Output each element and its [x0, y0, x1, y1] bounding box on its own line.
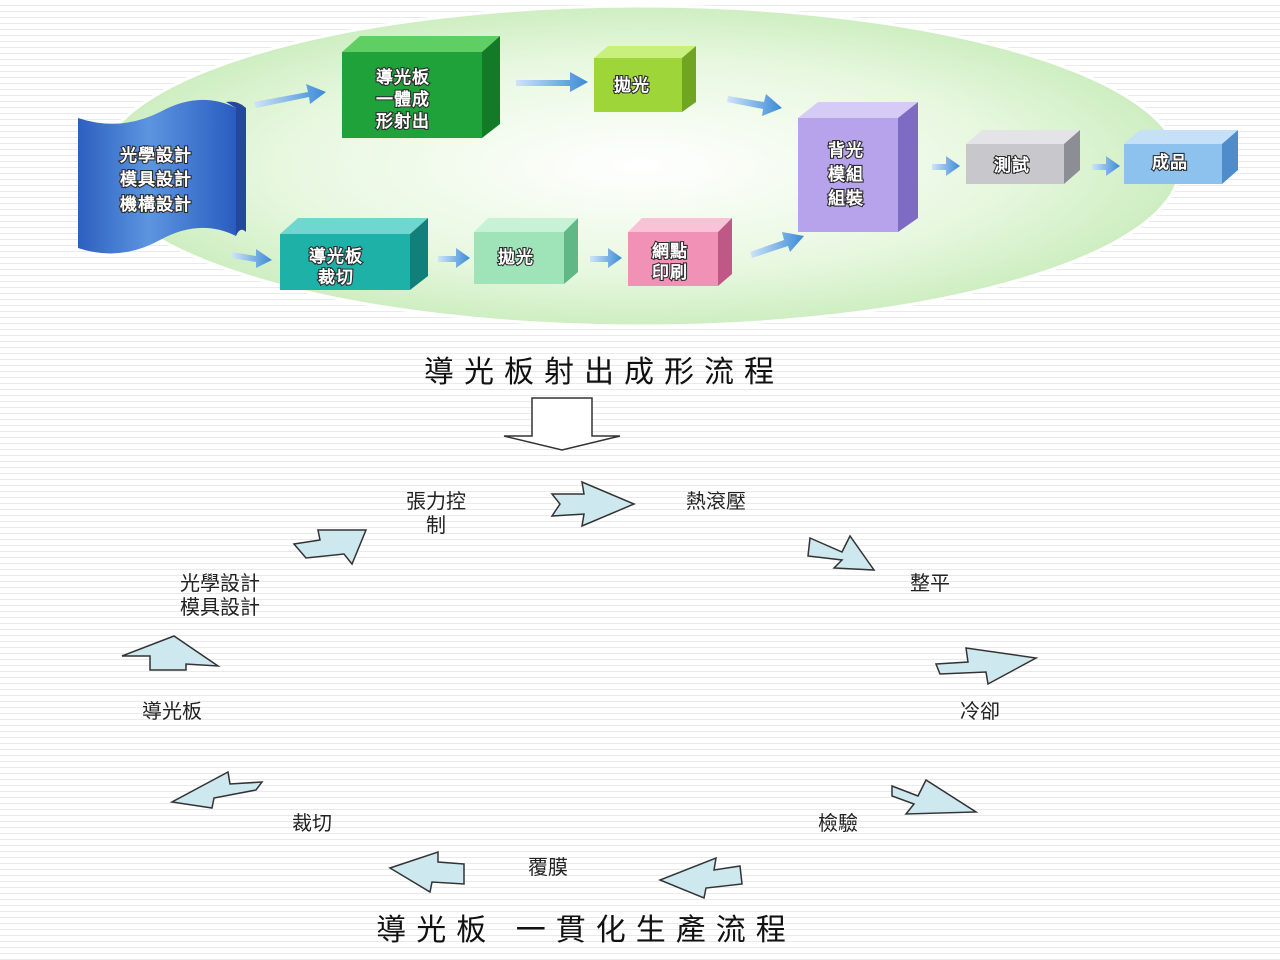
injection-label-1: 導光板: [376, 67, 430, 88]
arrow-polish-to-assembly: [727, 94, 782, 116]
assembly-label-2: 模組: [828, 164, 864, 185]
start-label-1: 光學設計: [119, 145, 192, 166]
step-film: 覆膜: [528, 855, 568, 879]
arrow-cut-to-polish: [438, 248, 470, 268]
cycle-arrow-design-to-tension: [292, 529, 368, 566]
step-design-2: 模具設計: [180, 595, 260, 619]
step-inspect: 檢驗: [818, 811, 858, 835]
step-design-1: 光學設計: [180, 571, 260, 595]
injection-label-3: 形射出: [376, 111, 430, 132]
cycle-arrow-tension-to-hotroll: [550, 480, 636, 528]
step-tension-2: 制: [426, 513, 446, 537]
print-label-1: 網點: [652, 241, 688, 262]
arrow-scroll-to-injection: [254, 84, 326, 108]
polish-lower-label: 拋光: [498, 247, 534, 268]
product-label: 成品: [1152, 152, 1188, 173]
arrow-polish-to-print: [590, 248, 622, 268]
assembly-label-1: 背光: [828, 140, 864, 161]
box-polish-upper: 拋光: [594, 46, 696, 112]
box-test: 測試: [966, 130, 1080, 184]
cycle-diagram: 張力控 制 熱滾壓 整平 冷卻 檢驗 覆膜 裁切 導光板 光學設計 模具設計: [121, 480, 1039, 900]
cut-label-2: 裁切: [318, 267, 354, 288]
step-cut: 裁切: [292, 811, 332, 835]
top-flow-diagram: 光學設計 模具設計 機構設計 導光板 一體成 形射出 拋光 導光板 裁切: [78, 4, 1238, 328]
cycle-arrow-film-to-cut: [388, 850, 465, 894]
arrow-test-to-product: [1092, 156, 1120, 176]
step-light-guide-plate: 導光板: [142, 699, 202, 723]
flow-arrows: [232, 72, 1120, 268]
box-backlight-assembly: 背光 模組 組裝: [798, 102, 918, 232]
cut-label-1: 導光板: [309, 246, 363, 267]
cycle-arrow-lgp-to-design: [121, 635, 221, 671]
cycle-arrow-flatten-to-cool: [934, 647, 1039, 686]
start-label-3: 機構設計: [120, 194, 192, 215]
assembly-label-3: 組裝: [828, 188, 864, 209]
test-label: 測試: [994, 155, 1030, 176]
injection-label-2: 一體成: [376, 89, 430, 110]
cycle-arrow-cool-to-inspect: [891, 778, 979, 815]
arrow-scroll-to-cut: [232, 249, 272, 268]
arrow-print-to-assembly: [750, 232, 804, 258]
polish-upper-label: 拋光: [614, 75, 650, 96]
start-label-2: 模具設計: [120, 169, 192, 190]
box-print: 網點 印刷: [628, 218, 732, 286]
cycle-arrows: [121, 480, 1039, 900]
box-cut: 導光板 裁切: [280, 218, 428, 290]
cycle-arrow-inspect-to-film: [657, 856, 743, 900]
step-flatten: 整平: [910, 571, 950, 595]
step-hot-roll: 熱滾壓: [686, 489, 746, 513]
integrated-process-caption: 導光板 一貫化生產流程: [376, 913, 796, 948]
cycle-arrow-hotroll-to-flatten: [807, 534, 876, 571]
box-polish-lower: 拋光: [474, 218, 578, 284]
design-scroll: 光學設計 模具設計 機構設計: [78, 99, 246, 254]
injection-process-caption: 導光板射出成形流程: [424, 355, 784, 390]
step-cool: 冷卻: [960, 699, 1000, 723]
transition-down-arrow: [503, 397, 621, 451]
print-label-2: 印刷: [652, 263, 688, 283]
box-injection: 導光板 一體成 形射出: [342, 36, 500, 138]
box-product: 成品: [1124, 130, 1238, 184]
arrow-assembly-to-test: [932, 156, 960, 176]
cycle-arrow-cut-to-lgp: [169, 770, 264, 809]
arrow-injection-to-polish: [516, 72, 588, 92]
step-tension-1: 張力控: [406, 489, 466, 513]
